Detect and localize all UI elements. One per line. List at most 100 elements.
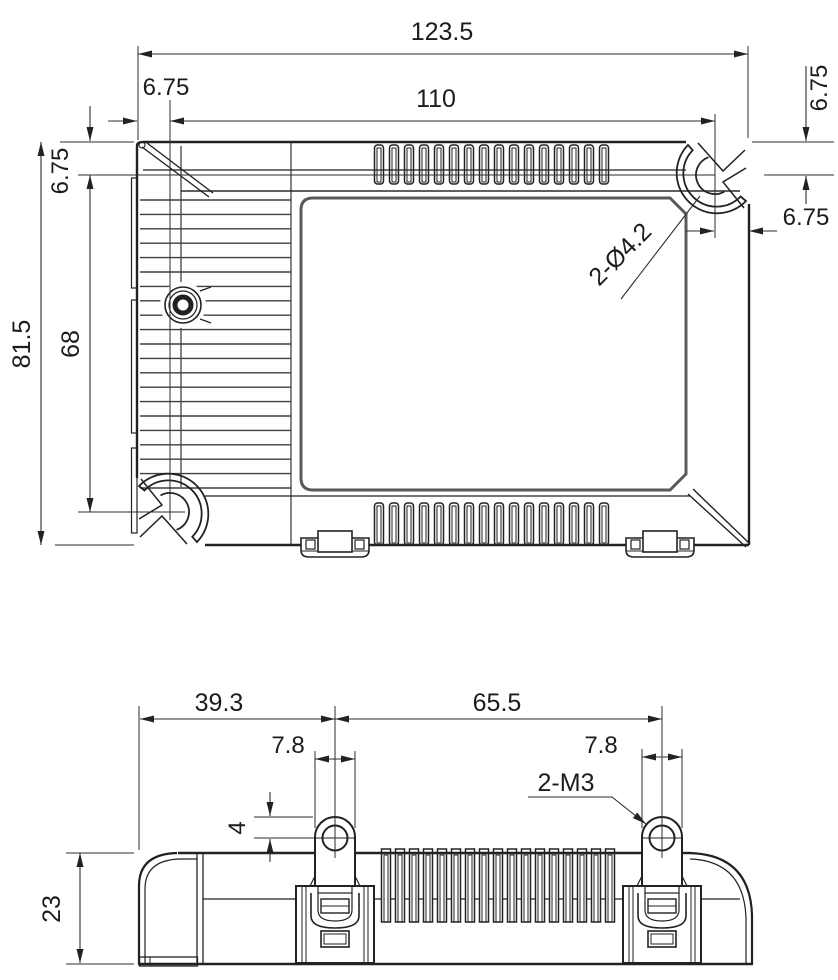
side-fin [436,848,448,923]
mounting-feet [300,530,695,558]
cap-outer [137,851,178,964]
side-fin-inner [383,854,389,923]
mounting-brackets [295,816,702,964]
bracket-window-inner [650,933,674,945]
top-left-chamfer [138,141,214,198]
vent-slot-inner [406,505,412,544]
label-offset-top-left: 6.75 [143,74,190,101]
vent-slot-inner [451,505,457,544]
side-fin [576,848,588,923]
side-fin-inner [551,854,557,923]
heatsink-ribs [140,199,291,489]
vent-slot [538,144,550,185]
side-fin-inner [453,854,459,923]
side-fin-inner [397,854,403,923]
label-offset-right-vertical: 6.75 [806,65,833,112]
vent-slot [403,502,415,546]
label-area [299,196,688,492]
vent-slot-inner [586,147,592,183]
dim-lines [37,50,810,963]
vent-slot-inner [421,147,427,183]
chamfer-line [146,142,214,194]
side-heatsink-fins [380,848,616,923]
vent-slot-inner [526,147,532,183]
bracket-window-inner [323,933,347,945]
slot-tooth [697,142,746,173]
side-fin [506,848,518,923]
vent-slot-inner [466,505,472,544]
slot-tooth [721,167,747,209]
side-fin-inner [579,854,585,923]
vent-slot [568,502,580,546]
label-overall-width: 123.5 [411,18,474,46]
slot-hole-arc [160,492,190,531]
foot-latch [305,539,316,550]
vent-slot-inner [586,505,592,544]
vent-slot [598,502,610,546]
label-tab-width-right: 7.8 [584,732,617,759]
chamfer-line [687,493,747,548]
vent-slot [388,502,400,546]
vent-slot-inner [376,147,382,183]
bracket-base-walls [301,886,369,963]
label-bracket-spacing: 65.5 [473,689,522,717]
boss-mid-circle [168,290,198,320]
vent-slot [433,502,445,546]
bracket-tab-flare [636,875,688,887]
vent-slot-inner [571,505,577,544]
vent-slot [553,502,565,546]
side-fin-inner [425,854,431,923]
side-fin-inner [467,854,473,923]
vent-slot [553,144,565,185]
label-offset-right-horizontal: 6.75 [783,204,830,231]
side-fin-inner [411,854,417,923]
corner-peak [138,141,146,149]
vent-slot [418,144,430,185]
vent-slot-inner [511,147,517,183]
bracket-notch [317,885,353,894]
vent-slot-inner [406,147,412,183]
vent-slot [538,502,550,546]
vent-slot-inner [376,505,382,544]
side-fin-inner [481,854,487,923]
clip-inner [644,893,680,922]
side-fin-inner [537,854,543,923]
vent-slot-inner [481,147,487,183]
boss-ticks [199,286,212,324]
bracket-base [295,885,375,964]
label-hole-spacing-v: 68 [57,330,85,358]
vent-slot [418,502,430,546]
side-fin-inner [565,854,571,923]
vent-slot-inner [436,147,442,183]
vent-slot [478,502,490,546]
label-hole-offset: 4 [224,821,251,834]
side-fin [478,848,490,923]
bottom-right-chamfer [687,488,751,548]
slot-collar [137,472,210,544]
vent-slot-inner [541,147,547,183]
side-fin-inner [495,854,501,923]
side-fin [590,848,602,923]
vent-slot-inner [571,147,577,183]
side-fin-inner [607,854,613,923]
label-hole-spacing-h: 110 [416,85,456,113]
vent-slot-inner [496,505,502,544]
side-fin [548,848,560,923]
left-fin-bar [130,447,138,534]
side-fin [394,848,406,923]
vent-slot [373,144,385,185]
vent-slot-inner [421,505,427,544]
clip-outer [637,893,687,929]
vent-slot-inner [541,505,547,544]
chamfer-line [692,488,751,545]
side-fin-inner [439,854,445,923]
label-thread-callout: 2-M3 [538,769,595,797]
slot-hole-arc [695,156,725,195]
side-fin [604,848,616,923]
vent-slot-inner [601,505,607,544]
vent-slot [583,144,595,185]
vent-slot-inner [556,505,562,544]
vent-slot [583,502,595,546]
